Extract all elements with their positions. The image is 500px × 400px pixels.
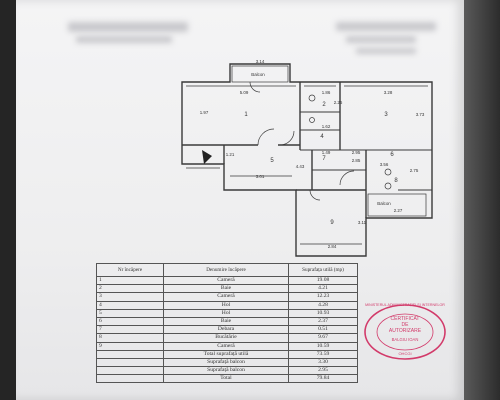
stamp-line-3: AUTORIZARE [388, 328, 422, 334]
north-arrow-icon [202, 150, 212, 164]
redacted-header-left-2 [76, 36, 172, 43]
dim-14: 2.75 [410, 168, 419, 173]
room-area-table: Nr încăpere Denumire încăpere Suprafața … [96, 263, 358, 384]
stamp-line-4: BALGIU IOAN [391, 337, 419, 342]
balcony-label-2: Balcon [377, 201, 391, 206]
redacted-header-left [68, 22, 188, 32]
dim-1: 5.09 [240, 90, 249, 95]
background-edge [464, 0, 500, 400]
room-label-8: 8 [394, 178, 398, 184]
dim-16: 3.11 [358, 220, 367, 225]
stamp-line-2: DE [401, 322, 409, 328]
dim-4: 1.97 [200, 110, 209, 115]
dim-2: 1.86 [322, 90, 331, 95]
header-nr: Nr încăpere [96, 263, 164, 277]
room-label-9: 9 [330, 220, 334, 226]
dim-11: 3.56 [380, 162, 389, 167]
certification-stamp: MINISTERUL ADMINISTRAȚIEI ȘI INTERNELOR … [362, 302, 448, 362]
room-label-4: 4 [320, 134, 324, 140]
room-label-7: 7 [322, 156, 326, 162]
room-label-1: 1 [244, 112, 248, 118]
dim-3: 3.28 [384, 90, 393, 95]
dim-18: 1.21 [226, 152, 235, 157]
redacted-header-right [336, 22, 436, 31]
stamp-line-1: CERTIFICAT [390, 316, 420, 322]
stamp-seal-icon [364, 304, 446, 360]
room-label-5: 5 [270, 158, 274, 164]
dim-12: 3.01 [256, 174, 265, 179]
header-name: Denumire încăpere [163, 263, 289, 277]
stamp-line-5: OHCGI [398, 351, 412, 356]
dim-17: 2.27 [394, 208, 403, 213]
dim-10: 2.85 [352, 158, 361, 163]
room-label-3: 3 [384, 112, 388, 118]
room-label-2: 2 [322, 102, 326, 108]
dim-5: 3.73 [416, 112, 425, 117]
dim-7: 1.62 [322, 124, 331, 129]
redacted-header-right-3 [356, 48, 416, 54]
header-area: Suprafața utilă (mp) [288, 263, 358, 277]
stamp-ring-text: MINISTERUL ADMINISTRAȚIEI ȘI INTERNELOR [365, 303, 445, 307]
dim-6: 2.26 [334, 100, 343, 105]
room-label-6: 6 [390, 152, 394, 158]
dim-9: 2.95 [352, 150, 361, 155]
dim-13: 4.43 [296, 164, 305, 169]
balcony-label: Balcon [251, 72, 265, 77]
dim-15: 2.84 [328, 244, 337, 249]
dim-8: 1.49 [322, 150, 331, 155]
dim-0: 3.14 [256, 59, 265, 64]
redacted-header-right-2 [346, 36, 416, 43]
table-header-row: Nr încăpere Denumire încăpere Suprafața … [96, 263, 358, 277]
